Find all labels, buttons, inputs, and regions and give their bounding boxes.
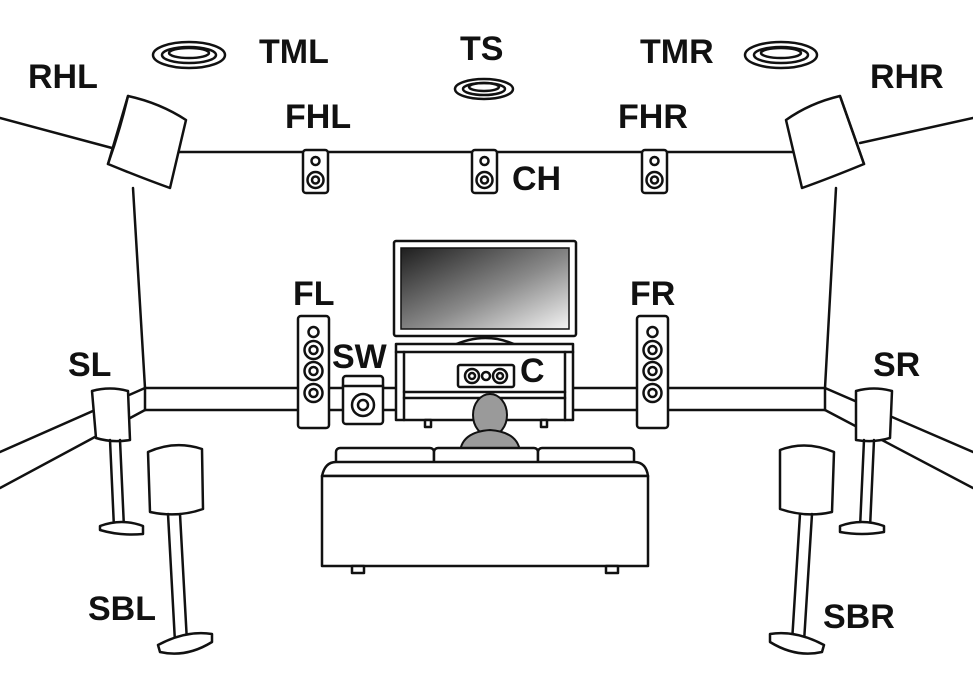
speaker-sr [838, 387, 894, 536]
speaker-fr [635, 314, 670, 430]
subwoofer [341, 374, 385, 426]
speaker-rhl [106, 94, 188, 190]
sofa [320, 446, 650, 575]
listener-figure [458, 393, 522, 453]
speaker-ts [453, 77, 515, 101]
speaker-tmr [743, 40, 819, 70]
speaker-rhr [784, 94, 866, 190]
label-sr: SR [873, 346, 920, 384]
label-sl: SL [68, 346, 111, 384]
label-rhr: RHR [870, 58, 944, 96]
speaker-fl [296, 314, 331, 430]
label-fhr: FHR [618, 98, 688, 136]
speaker-tml [151, 40, 227, 70]
speaker-sbl [146, 443, 214, 655]
label-c: C [520, 352, 545, 390]
label-tml: TML [259, 33, 329, 71]
label-fhl: FHL [285, 98, 351, 136]
speaker-fhr [640, 148, 669, 195]
label-tmr: TMR [640, 33, 714, 71]
label-rhl: RHL [28, 58, 98, 96]
label-sbr: SBR [823, 598, 895, 636]
label-sw: SW [332, 338, 388, 376]
label-fr: FR [630, 275, 675, 313]
television [392, 239, 578, 348]
label-fl: FL [293, 275, 335, 313]
label-ts: TS [460, 30, 503, 68]
speaker-ch [470, 148, 499, 195]
speaker-c [456, 363, 516, 389]
speaker-fhl [301, 148, 330, 195]
label-ch: CH [512, 160, 561, 198]
label-sbl: SBL [88, 590, 156, 628]
speaker-sbr [768, 444, 836, 655]
speaker-sl [90, 387, 145, 536]
